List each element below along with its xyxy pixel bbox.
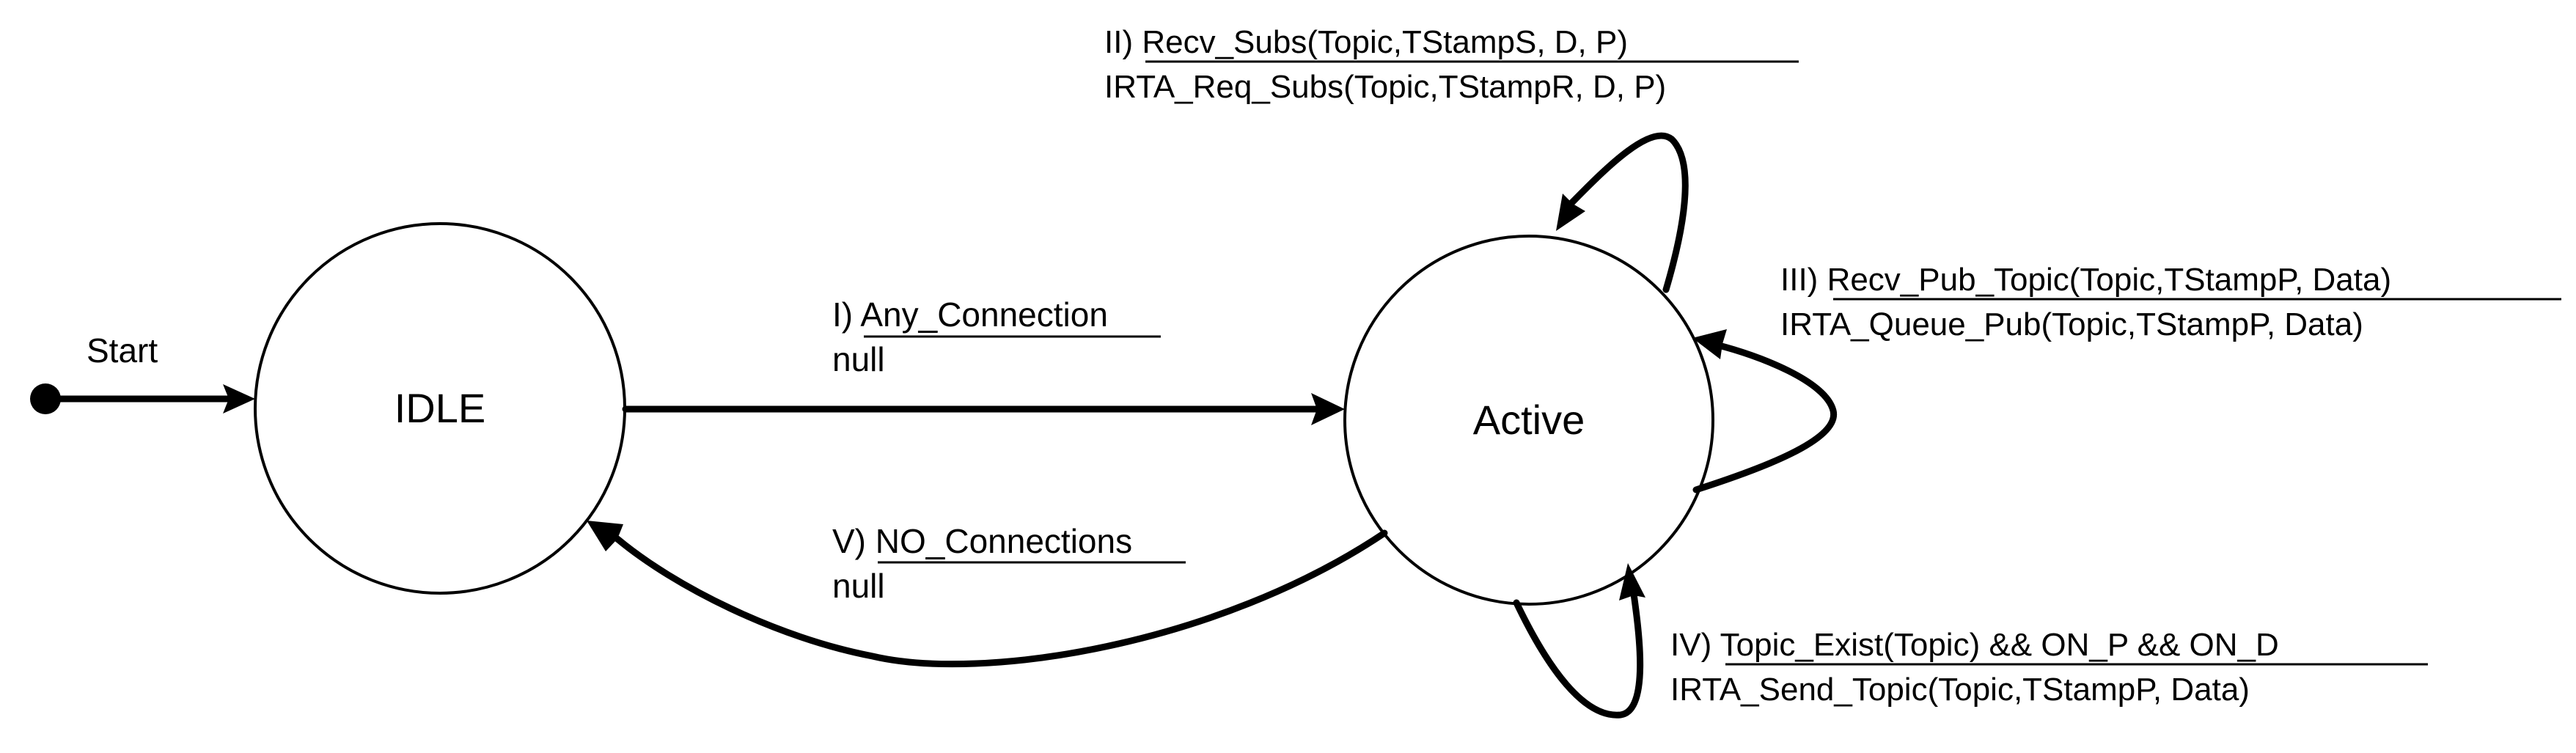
self-loop-top-arrowhead bbox=[1556, 194, 1585, 231]
start-edge-arrowhead bbox=[223, 384, 255, 414]
transition-1-action: null bbox=[832, 340, 885, 378]
edge-active-to-idle bbox=[614, 529, 1388, 668]
transition-4-action: IRTA_Send_Topic(Topic,TStampP, Data) bbox=[1670, 672, 2250, 708]
state-idle-label: IDLE bbox=[395, 385, 486, 431]
transition-2-condition: II) Recv_Subs(Topic,TStampS, D, P) bbox=[1104, 24, 1628, 60]
self-loop-top bbox=[1566, 132, 1689, 293]
self-loop-right bbox=[1692, 341, 1837, 493]
transition-1-condition: I) Any_Connection bbox=[832, 295, 1108, 334]
self-loop-bottom-arrowhead bbox=[1619, 563, 1645, 600]
transition-5-action: null bbox=[832, 567, 885, 605]
transition-3-condition: III) Recv_Pub_Topic(Topic,TStampP, Data) bbox=[1780, 262, 2391, 298]
transition-4-condition: IV) Topic_Exist(Topic) && ON_P && ON_D bbox=[1670, 627, 2279, 663]
self-loop-right-arrowhead bbox=[1692, 329, 1727, 359]
transition-3-action: IRTA_Queue_Pub(Topic,TStampP, Data) bbox=[1780, 306, 2363, 342]
state-active bbox=[1343, 235, 1714, 606]
transition-2-action: IRTA_Req_Subs(Topic,TStampR, D, P) bbox=[1104, 69, 1666, 105]
start-label: Start bbox=[87, 331, 158, 370]
transition-5-condition: V) NO_Connections bbox=[832, 522, 1132, 560]
state-active-label: Active bbox=[1473, 397, 1585, 443]
edge-active-to-idle-arrowhead bbox=[587, 521, 623, 551]
edge-idle-to-active-arrowhead bbox=[1311, 393, 1345, 425]
self-loop-bottom bbox=[1513, 590, 1644, 719]
